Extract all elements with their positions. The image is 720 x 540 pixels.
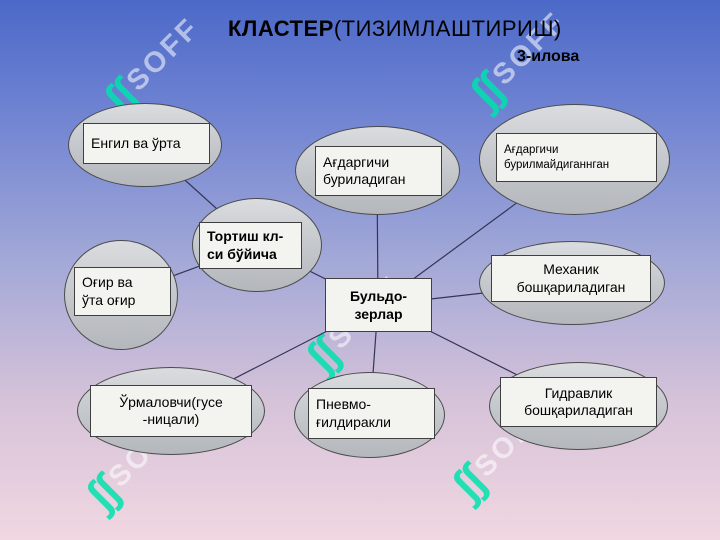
- node-pneumatic-label: Пневмо- ғилдиракли: [308, 388, 435, 439]
- node-mechanical-label: Механик бошқариладиган: [491, 255, 651, 302]
- node-heavy-label: Оғир ва ўта оғир: [74, 267, 171, 316]
- node-blade-turning-label: Ағдаргичи буриладиган: [315, 146, 442, 196]
- node-traction-class-label: Тортиш кл- си бўйича: [199, 222, 302, 269]
- node-hydraulic-label: Гидравлик бошқариладиган: [500, 377, 657, 427]
- node-blade-fixed-label: Ағдаргичи бурилмайдиганнган: [496, 133, 657, 182]
- attachment-label: 3-илова: [517, 48, 580, 65]
- node-bulldozers-center: Бульдо- зерлар: [325, 278, 432, 332]
- node-light-medium-label: Енгил ва ўрта: [83, 123, 210, 164]
- page-title-regular: (ТИЗИМЛАШТИРИШ): [333, 16, 562, 41]
- page-title: КЛАСТЕР(ТИЗИМЛАШТИРИШ): [228, 16, 562, 42]
- node-crawler-label: Ўрмаловчи(гусе -ницали): [90, 385, 252, 437]
- page-title-bold: КЛАСТЕР: [228, 16, 334, 41]
